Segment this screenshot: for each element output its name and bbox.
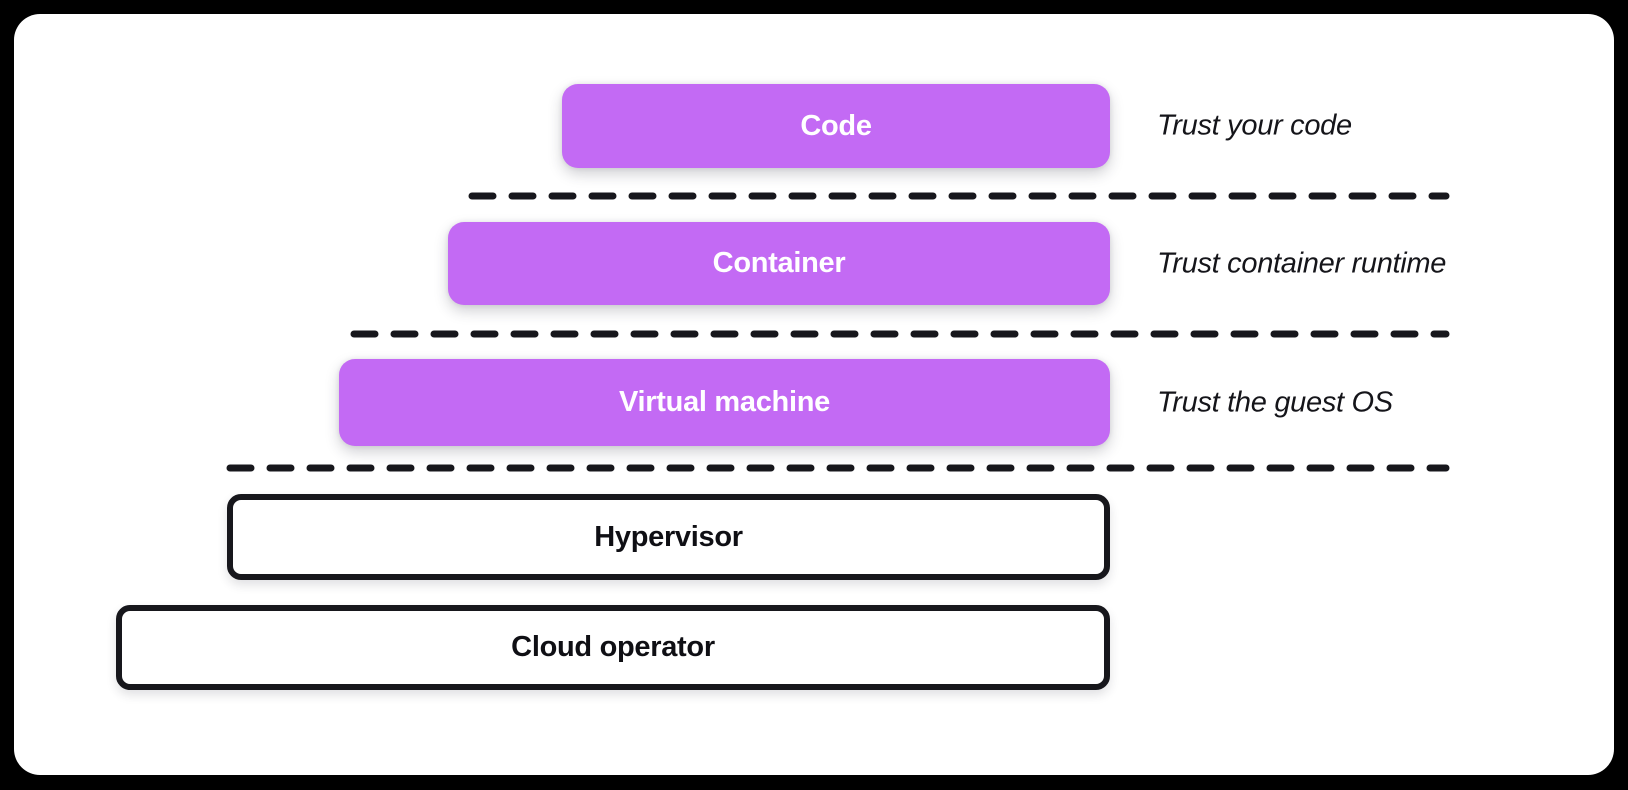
layer-label-cloud-operator: Cloud operator — [511, 631, 715, 663]
layer-label-hypervisor: Hypervisor — [594, 520, 743, 553]
layer-label-virtual-machine: Virtual machine — [619, 386, 830, 418]
layer-box-virtual-machine: Virtual machine — [339, 359, 1110, 446]
trust-boundary-line-3 — [226, 464, 1450, 472]
layer-label-code: Code — [800, 109, 872, 142]
trust-boundary-line-1 — [468, 192, 1450, 200]
annotation-trust-your-code: Trust your code — [1157, 109, 1352, 142]
trust-boundary-line-2 — [350, 330, 1450, 338]
layer-box-container: Container — [448, 222, 1110, 305]
annotation-trust-the-guest-os: Trust the guest OS — [1157, 386, 1393, 419]
layer-box-code: Code — [562, 84, 1110, 168]
layer-box-cloud-operator: Cloud operator — [116, 605, 1110, 690]
layer-label-container: Container — [712, 247, 846, 279]
layer-box-hypervisor: Hypervisor — [227, 494, 1110, 580]
diagram-card: Code Trust your code Container Trust con… — [14, 14, 1614, 775]
annotation-trust-container-runtime: Trust container runtime — [1157, 247, 1447, 280]
